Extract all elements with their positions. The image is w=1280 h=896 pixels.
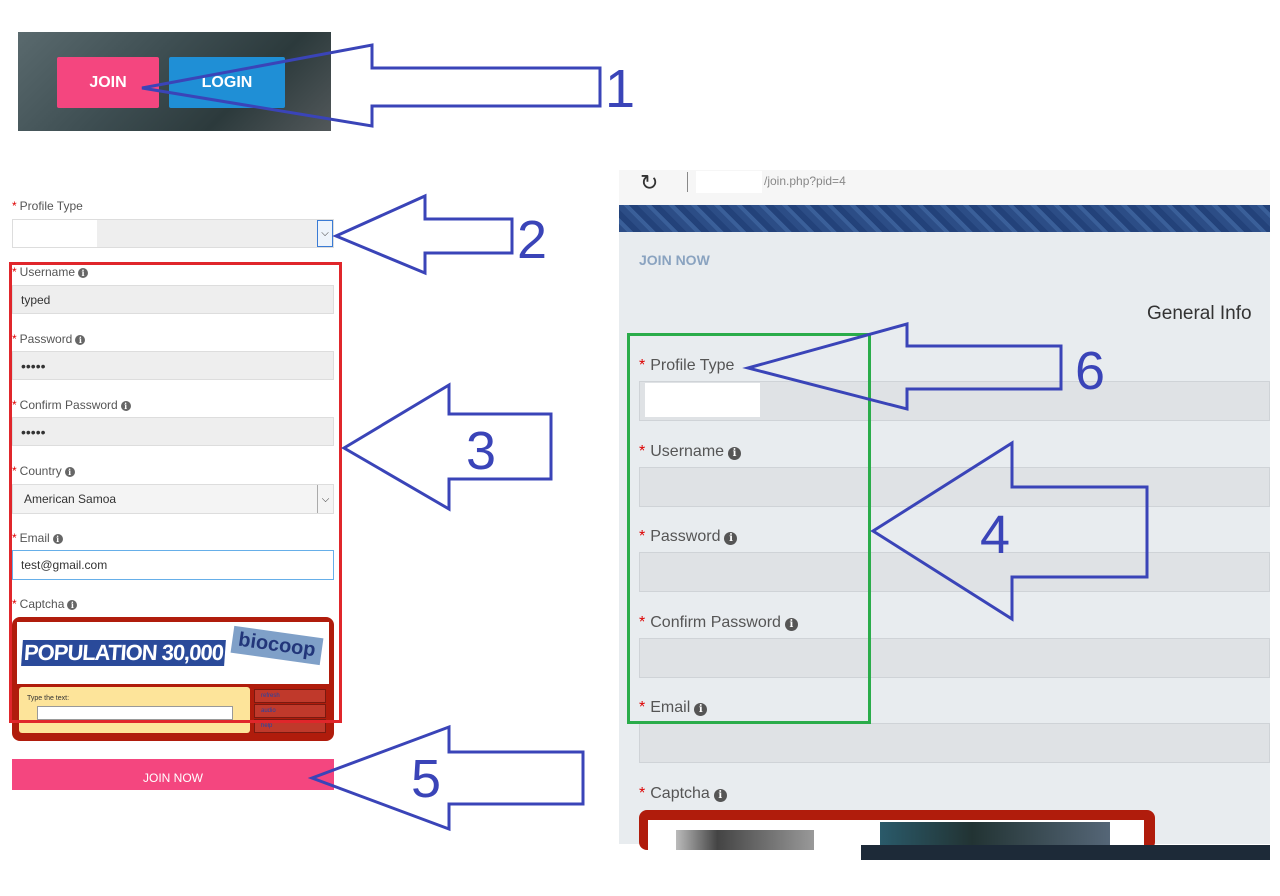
arrow-3 xyxy=(341,382,553,512)
callout-number: 2 xyxy=(517,210,548,270)
chevron-down-icon: ⌵ xyxy=(317,220,333,247)
callout-number: 6 xyxy=(1075,341,1106,401)
info-icon: i xyxy=(52,534,63,544)
profile-type-select[interactable]: ⌵ xyxy=(12,219,334,248)
info-icon: i xyxy=(728,447,742,460)
info-icon: i xyxy=(784,618,798,631)
arrow-5 xyxy=(307,724,585,832)
info-icon: i xyxy=(78,268,89,278)
join-now-button[interactable]: JOIN NOW xyxy=(12,759,334,790)
country-select[interactable]: American Samoa ⌵ xyxy=(12,484,334,514)
username-field[interactable]: typed xyxy=(12,285,334,314)
profile-type-label: *Profile Type xyxy=(12,199,83,213)
section-title: General Info xyxy=(1147,303,1252,324)
callout-number: 4 xyxy=(980,505,1011,565)
captcha-input[interactable] xyxy=(37,706,233,720)
join-button[interactable]: JOIN xyxy=(57,57,159,108)
country-value: American Samoa xyxy=(24,492,117,506)
arrow-2 xyxy=(332,193,514,276)
page-title: JOIN NOW xyxy=(639,252,710,268)
info-icon: i xyxy=(67,600,78,610)
captcha-refresh-button[interactable]: refresh xyxy=(254,689,326,703)
info-icon: i xyxy=(713,789,727,802)
profile-type-value xyxy=(13,220,97,247)
url-text[interactable]: /join.php?pid=4 xyxy=(764,174,846,188)
info-icon: i xyxy=(120,401,131,411)
url-redacted xyxy=(696,171,762,193)
highlight-box xyxy=(627,333,871,724)
divider xyxy=(687,172,688,192)
username-field[interactable] xyxy=(639,467,1270,507)
info-icon: i xyxy=(75,335,86,345)
captcha-image-fragment xyxy=(676,830,814,850)
page-overlay xyxy=(861,845,1270,860)
chevron-down-icon: ⌵ xyxy=(317,485,333,513)
header-pattern xyxy=(619,205,1270,232)
arrow-1 xyxy=(141,43,602,128)
info-icon: i xyxy=(64,467,75,477)
highlight-box xyxy=(9,262,342,723)
callout-number: 1 xyxy=(605,59,636,119)
reload-icon[interactable]: ↻ xyxy=(640,170,659,195)
confirm-password-field[interactable]: ••••• xyxy=(12,417,334,446)
email-field[interactable]: test@gmail.com xyxy=(12,550,334,580)
profile-type-value xyxy=(645,383,760,417)
arrow-6 xyxy=(742,322,1063,411)
email-field[interactable] xyxy=(639,723,1270,763)
callout-number: 5 xyxy=(411,749,442,809)
password-field[interactable]: ••••• xyxy=(12,351,334,380)
confirm-password-field[interactable] xyxy=(639,638,1270,678)
callout-number: 3 xyxy=(466,421,497,481)
captcha-prompt: Type the text: xyxy=(27,695,70,702)
arrow-4 xyxy=(870,440,1149,622)
captcha-audio-button[interactable]: audio xyxy=(254,704,326,718)
info-icon: i xyxy=(724,532,738,545)
info-icon: i xyxy=(694,703,708,716)
profile-type-label: *Profile Type xyxy=(639,357,735,374)
password-field[interactable] xyxy=(639,552,1270,592)
